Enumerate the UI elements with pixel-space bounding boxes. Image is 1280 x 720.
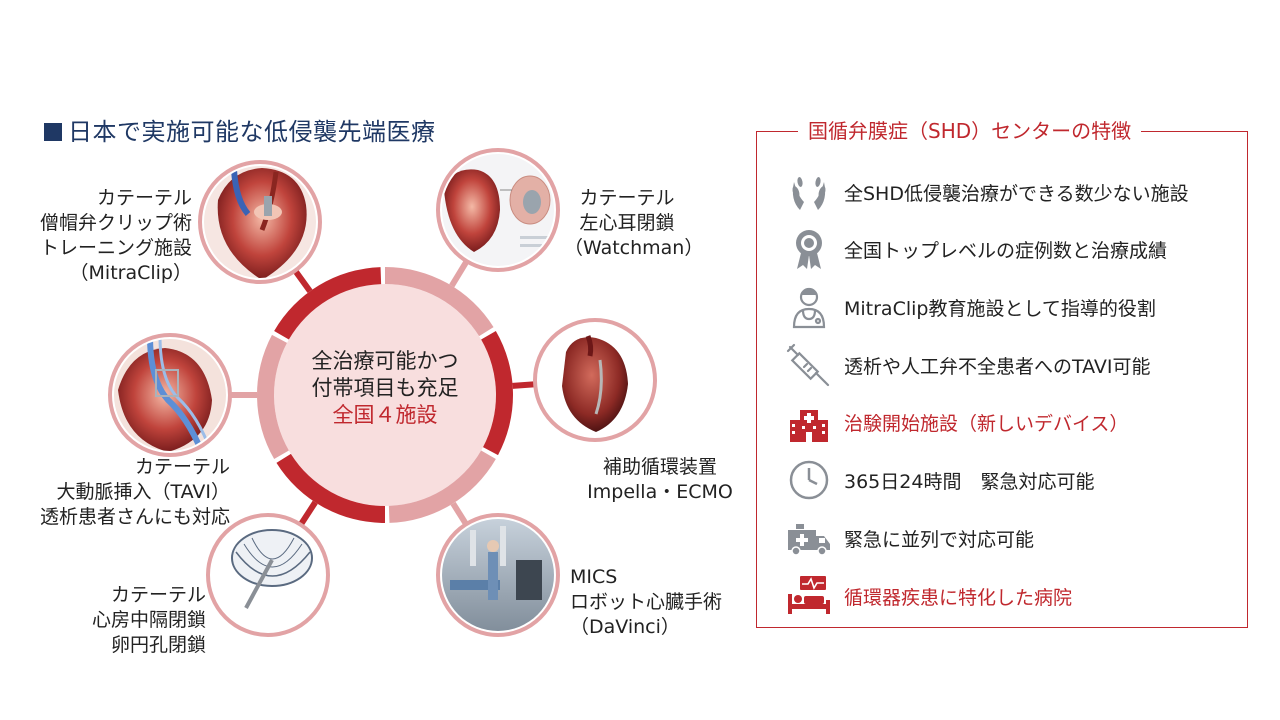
page-title-text: 日本で実施可能な低侵襲先端医療	[68, 118, 436, 146]
hub-connector	[449, 259, 470, 288]
hub-center-disc	[274, 284, 496, 506]
features-panel-title: 国循弁膜症（SHD）センターの特徴	[798, 117, 1142, 145]
hub-ring-segment	[385, 267, 494, 337]
hospital-icon	[786, 400, 832, 444]
label-tavi: カテーテル 大動脈挿入（TAVI） 透析患者さんにも対応	[14, 455, 230, 530]
feature-item: 治験開始施設（新しいデバイス）	[786, 400, 1246, 444]
hub-connector	[512, 381, 536, 389]
feature-item: 全SHD低侵襲治療ができる数少ない施設	[786, 170, 1246, 214]
label-line: トレーニング施設	[39, 237, 192, 259]
hub-connector	[298, 500, 318, 527]
feature-item: MitraClip教育施設として指導的役割	[786, 285, 1246, 329]
label-line: 左心耳閉鎖	[579, 212, 675, 234]
feature-item: 緊急に並列で対応可能	[786, 516, 1246, 560]
laurel-icon	[786, 170, 832, 214]
hub-connector	[450, 501, 469, 526]
label-line: カテーテル	[96, 187, 192, 209]
label-mitraclip: カテーテル 僧帽弁クリップ術 トレーニング施設 （MitraClip）	[20, 186, 192, 286]
feature-text: 循環器疾患に特化した病院	[844, 586, 1073, 609]
label-line: 透析患者さんにも対応	[39, 506, 230, 528]
hub-ring-segment	[274, 267, 382, 340]
label-line: ロボット心臓手術	[570, 591, 723, 613]
hub-center-text: 全治療可能かつ 付帯項目も充足 全国４施設	[285, 348, 485, 429]
doctor-icon	[786, 285, 832, 329]
occluder-device-illustration	[212, 519, 324, 631]
feature-text: 365日24時間 緊急対応可能	[844, 470, 1095, 493]
hub-center-line-1: 全治療可能かつ	[311, 349, 459, 373]
hub-ring-segment	[256, 334, 289, 459]
satellite-impella	[533, 318, 657, 442]
label-line: 補助循環装置	[602, 456, 717, 478]
robotic-surgery-photo	[442, 519, 554, 631]
satellite-tavi	[108, 333, 232, 457]
clock-icon	[786, 458, 832, 502]
label-line: （Watchman）	[564, 237, 704, 259]
feature-text: MitraClip教育施設として指導的役割	[844, 297, 1156, 320]
label-line: カテーテル	[110, 584, 206, 606]
left-atrial-appendage-illustration	[442, 154, 554, 266]
aortic-valve-illustration	[114, 339, 226, 451]
hub-ring-segment	[276, 453, 385, 523]
feature-text: 全国トップレベルの症例数と治療成績	[844, 239, 1168, 262]
satellite-davinci	[436, 513, 560, 637]
label-line: Impella・ECMO	[587, 481, 733, 503]
award-ribbon-icon	[786, 227, 832, 271]
feature-text: 治験開始施設（新しいデバイス）	[844, 412, 1129, 435]
patient-bed-icon	[786, 574, 832, 618]
label-line: 卵円孔閉鎖	[110, 634, 206, 656]
label-line: 僧帽弁クリップ術	[39, 212, 192, 234]
feature-text: 全SHD低侵襲治療ができる数少ない施設	[844, 182, 1189, 205]
satellite-watchman	[436, 148, 560, 272]
page-title: 日本で実施可能な低侵襲先端医療	[44, 112, 436, 147]
label-line: 心房中隔閉鎖	[91, 609, 206, 631]
label-line: 大動脈挿入（TAVI）	[56, 481, 230, 503]
hub-ring-segment	[481, 331, 513, 456]
hub-center-line-2: 付帯項目も充足	[311, 376, 459, 400]
label-line: （MitraClip）	[69, 262, 192, 284]
feature-item: 循環器疾患に特化した病院	[786, 574, 1246, 618]
hub-connector	[292, 268, 313, 294]
label-line: （DaVinci）	[570, 616, 680, 638]
hub-ring-segment	[388, 450, 496, 523]
label-watchman: カテーテル 左心耳閉鎖 （Watchman）	[564, 186, 704, 261]
label-davinci: MICS ロボット心臓手術 （DaVinci）	[570, 565, 740, 640]
satellite-mitraclip	[198, 160, 322, 284]
ambulance-icon	[786, 516, 832, 560]
hub-center-highlight: 全国４施設	[332, 403, 438, 427]
treatment-hub-diagram	[108, 148, 657, 637]
satellite-septal-occluder	[206, 513, 330, 637]
feature-item: 透析や人工弁不全患者へのTAVI可能	[786, 343, 1246, 387]
heart-pump-illustration	[539, 324, 651, 436]
syringe-icon	[786, 343, 832, 387]
feature-item: 365日24時間 緊急対応可能	[786, 458, 1246, 502]
label-septal: カテーテル 心房中隔閉鎖 卵円孔閉鎖	[44, 583, 206, 658]
label-impella: 補助循環装置 Impella・ECMO	[578, 455, 742, 505]
feature-item: 全国トップレベルの症例数と治療成績	[786, 227, 1246, 271]
feature-text: 透析や人工弁不全患者へのTAVI可能	[844, 355, 1151, 378]
heart-valve-illustration	[204, 166, 316, 278]
title-square-bullet	[44, 123, 62, 141]
label-line: カテーテル	[579, 187, 675, 209]
feature-text: 緊急に並列で対応可能	[844, 528, 1035, 551]
label-line: カテーテル	[134, 456, 230, 478]
label-line: MICS	[570, 566, 618, 588]
